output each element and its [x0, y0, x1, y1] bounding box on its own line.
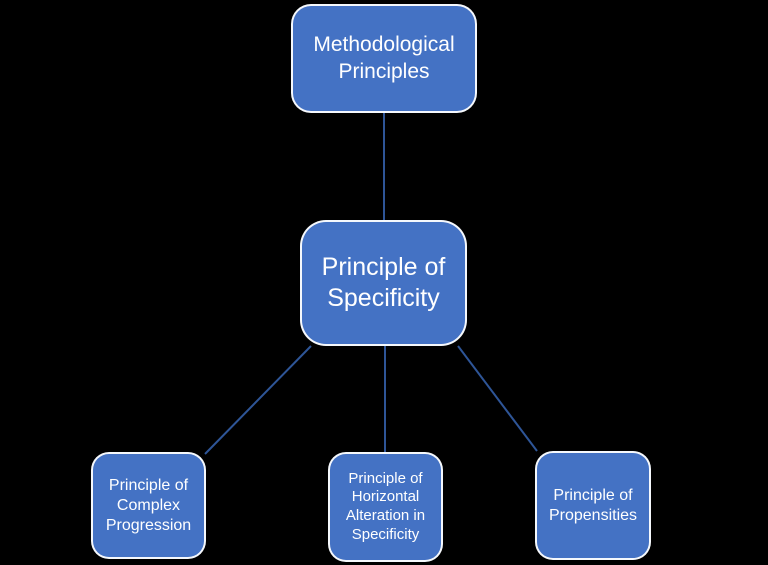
connector-specificity-to-propensities — [457, 345, 538, 452]
node-principle-of-horizontal-alteration-in-specificity: Principle of Horizontal Alteration in Sp… — [328, 452, 443, 562]
node-principle-of-complex-progression-label: Principle of Complex Progression — [105, 476, 192, 534]
node-principle-of-horizontal-alteration-in-specificity-label: Principle of Horizontal Alteration in Sp… — [345, 469, 426, 543]
connector-specificity-to-complex-progression — [204, 345, 312, 455]
node-principle-of-propensities-label: Principle of Propensities — [548, 486, 638, 524]
node-principle-of-specificity: Principle of Specificity — [300, 220, 467, 346]
node-principle-of-complex-progression: Principle of Complex Progression — [91, 452, 206, 559]
node-methodological-principles: Methodological Principles — [291, 4, 477, 113]
node-methodological-principles-label: Methodological Principles — [313, 33, 455, 83]
node-principle-of-propensities: Principle of Propensities — [535, 451, 651, 560]
node-principle-of-specificity-label: Principle of Specificity — [321, 252, 446, 312]
